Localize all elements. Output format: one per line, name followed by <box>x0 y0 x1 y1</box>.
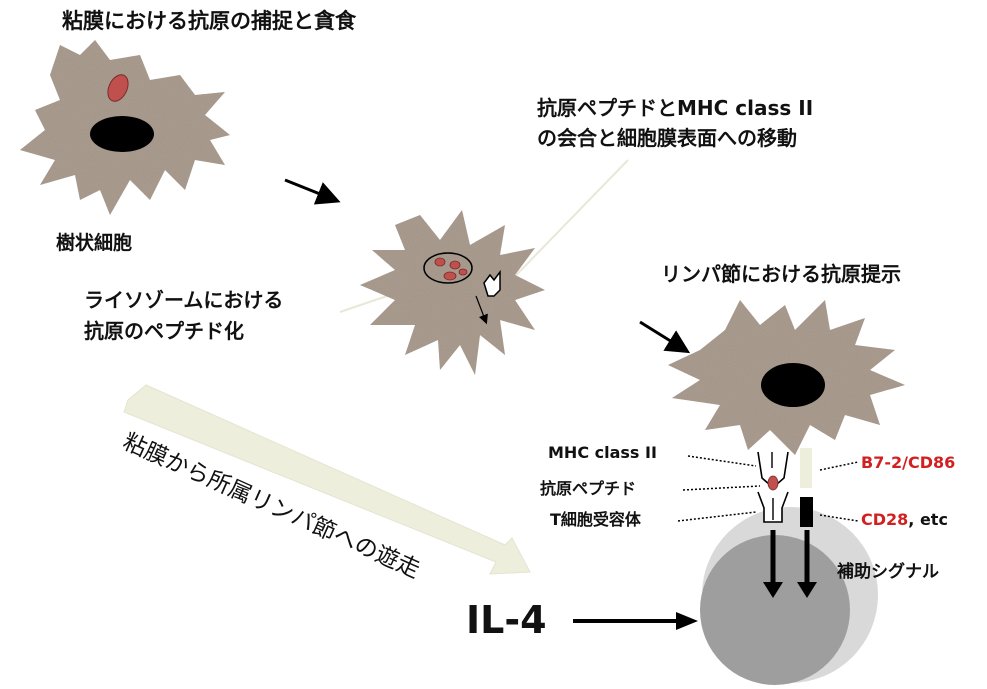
t-cell <box>700 507 878 685</box>
lysosome <box>423 252 473 284</box>
nucleus <box>90 116 154 152</box>
lysosome-line2: 抗原のペプチド化 <box>84 319 244 343</box>
b7-stalk <box>800 448 812 488</box>
peptide-leader <box>682 485 761 491</box>
presentation-title: リンパ節における抗原提示 <box>661 262 901 286</box>
dendritic-cell-3 <box>668 300 905 455</box>
etc-text: , etc <box>908 510 948 529</box>
lysosome-line1: ライソゾームにおける <box>84 288 284 312</box>
tcr-leader <box>677 511 757 522</box>
mhc-receptor <box>757 451 789 491</box>
mhc-small-icon <box>483 269 501 297</box>
costim-label: 補助シグナル <box>837 562 939 582</box>
t-cell-inner <box>700 535 850 685</box>
cd28-text: CD28 <box>861 510 909 529</box>
nucleus <box>761 363 825 407</box>
mhc-leader <box>687 455 757 467</box>
dendritic-cell-1 <box>20 40 230 215</box>
migration-arrow <box>123 384 531 575</box>
complex-title-line1: 抗原ペプチドとMHC class II <box>537 96 814 120</box>
cd28-leader <box>819 514 859 522</box>
cd28-block <box>800 497 813 527</box>
cd28-label: CD28, etc <box>861 510 948 530</box>
tcr-label: T細胞受容体 <box>550 510 641 529</box>
antigen-particle <box>107 74 129 102</box>
complex-title-line2: の会合と細胞膜表面への移動 <box>537 126 797 150</box>
tcr-receptor <box>757 491 789 523</box>
il4-label: IL-4 <box>466 598 547 642</box>
peptide-dot <box>767 475 779 491</box>
capture-title: 粘膜における抗原の捕捉と貪食 <box>62 9 356 33</box>
arrow-2 <box>639 320 691 354</box>
peptide-label: 抗原ペプチド <box>540 479 637 498</box>
b7-cd86-label: B7-2/CD86 <box>861 453 956 472</box>
arrow-1 <box>284 178 341 205</box>
mhc-label: MHC class II <box>548 443 657 462</box>
b7-leader <box>819 461 859 471</box>
dendritic-cell-2 <box>360 210 545 375</box>
dendritic-cell-label: 樹状細胞 <box>56 232 133 254</box>
